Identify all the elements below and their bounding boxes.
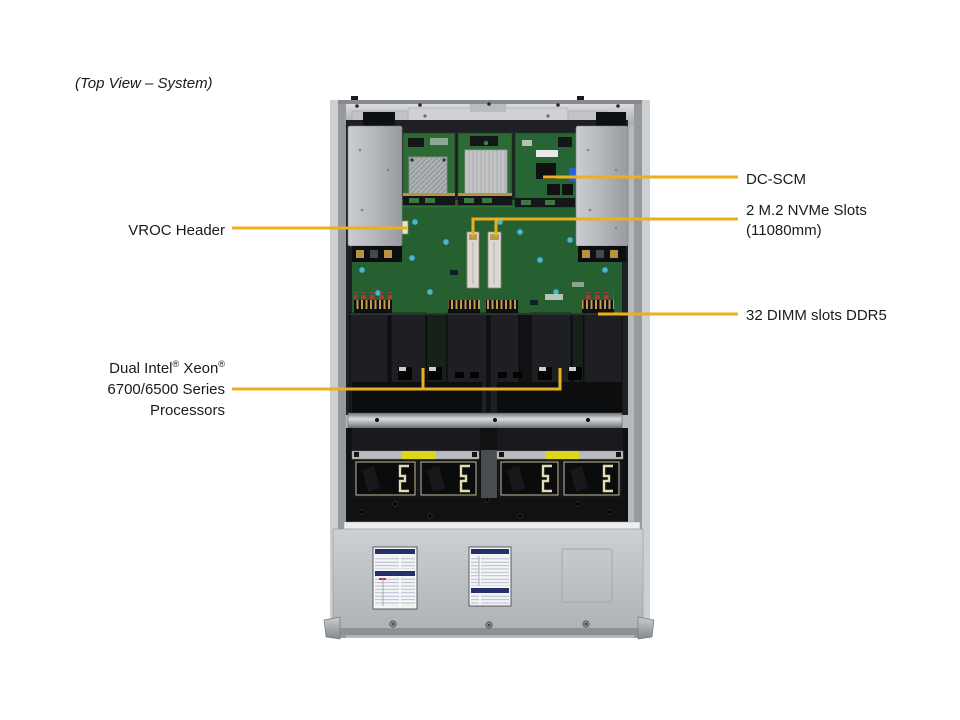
fan-rail-left	[351, 450, 480, 460]
rear-tab-right	[577, 96, 584, 102]
expansion-card-center	[457, 132, 513, 206]
cpu-air-shroud	[349, 312, 623, 414]
chassis-foot-right	[637, 616, 655, 640]
fan-floor-screws	[359, 497, 613, 519]
dc-scm-blue-connector	[569, 168, 577, 181]
fan-compartment	[346, 428, 628, 525]
callout-processors-line2: 6700/6500 Series	[107, 381, 225, 398]
callout-vroc-header: VROC Header	[128, 222, 225, 239]
leader-m2-slots	[471, 217, 738, 236]
callout-dimm-slots: 32 DIMM slots DDR5	[746, 307, 887, 324]
chassis-crossbar	[347, 412, 623, 429]
service-label-left	[372, 546, 418, 610]
fan-warning-label-right	[545, 451, 579, 459]
front-panel-screws	[389, 620, 590, 629]
psu-bay-left	[347, 112, 403, 262]
callout-processors: Dual Intel® Xeon® 6700/6500 Series Proce…	[40, 358, 225, 421]
front-panel-outline	[561, 548, 613, 603]
fan-module-4	[561, 459, 622, 498]
dc-scm-module	[514, 132, 578, 208]
psu-bay-right	[575, 112, 629, 262]
shroud-clips	[398, 367, 582, 380]
leader-processors	[232, 368, 562, 391]
front-panel	[332, 528, 644, 636]
callout-m2-line2: (11080mm)	[746, 222, 822, 239]
m2-slot-2	[487, 231, 502, 289]
callout-leader-lines	[232, 175, 738, 391]
callout-m2-line1: 2 M.2 NVMe Slots	[746, 202, 867, 219]
service-label-right	[468, 546, 512, 607]
callout-dc-scm: DC-SCM	[746, 171, 806, 188]
fan-module-3	[498, 459, 561, 498]
chassis-foot-left	[323, 616, 341, 640]
fan-rail-right	[496, 450, 624, 460]
fan-module-1	[353, 459, 418, 498]
rear-tab-left	[351, 96, 358, 102]
page-title: (Top View – System)	[75, 75, 213, 92]
fan-bay-divider	[481, 450, 497, 498]
card-edge-slots	[403, 193, 575, 207]
callout-processors-line3: Processors	[149, 402, 225, 419]
callout-m2-slots: 2 M.2 NVMe Slots (11080mm)	[746, 201, 867, 241]
fan-module-2	[418, 459, 479, 498]
callout-processors-line1: Dual Intel® Xeon®	[109, 359, 225, 378]
front-trim-bar	[343, 521, 641, 530]
fan-warning-label-left	[402, 451, 436, 459]
m2-slot-1	[466, 231, 480, 289]
chassis-side-walls	[330, 100, 650, 638]
